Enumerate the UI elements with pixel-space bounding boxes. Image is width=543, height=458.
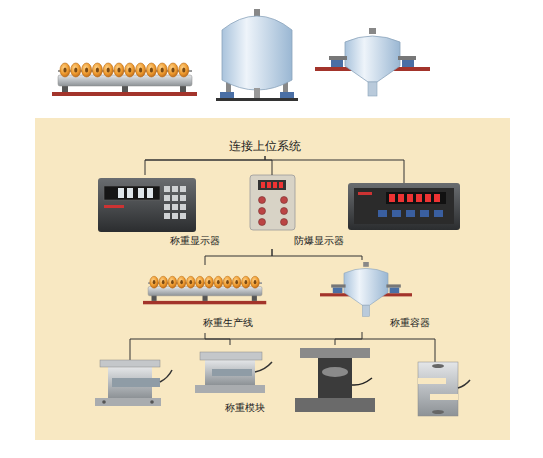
connector-line xyxy=(265,156,272,175)
weighing-module xyxy=(95,360,172,406)
production-line-node: 称重生产线 xyxy=(143,265,268,333)
conveyor-illustration xyxy=(143,276,266,304)
node-label: 称重模块 xyxy=(225,402,265,414)
connector-line xyxy=(205,249,272,265)
display-node: 称重显示器 xyxy=(95,175,245,249)
weighing-display xyxy=(98,178,196,232)
display-node: 防爆显示器 xyxy=(248,175,348,249)
weighing-module xyxy=(195,352,272,393)
connector-line xyxy=(205,333,230,345)
node-label: 称重生产线 xyxy=(203,317,253,329)
connector-line xyxy=(145,156,265,175)
heading-text: 连接上位系统 xyxy=(229,139,301,154)
node-label: 防爆显示器 xyxy=(294,235,344,247)
weighing-module xyxy=(295,348,375,412)
node-label: 称重容器 xyxy=(390,317,430,329)
hopper-illustration xyxy=(315,28,430,96)
panel-ground xyxy=(35,118,510,440)
s-type-load-cell xyxy=(418,362,470,416)
hopper-illustration xyxy=(320,262,412,316)
explosion-proof-display xyxy=(250,175,295,230)
tank-illustration xyxy=(216,9,298,101)
container-node: 称重容器 xyxy=(320,260,445,332)
display-unit xyxy=(348,183,460,230)
module-node: 称重模块 xyxy=(92,345,472,427)
connector-line xyxy=(272,249,362,260)
system-heading: 连接上位系统 xyxy=(227,137,303,156)
conveyor-illustration xyxy=(52,63,197,96)
connector-line xyxy=(335,332,362,345)
node-label: 称重显示器 xyxy=(170,235,220,247)
